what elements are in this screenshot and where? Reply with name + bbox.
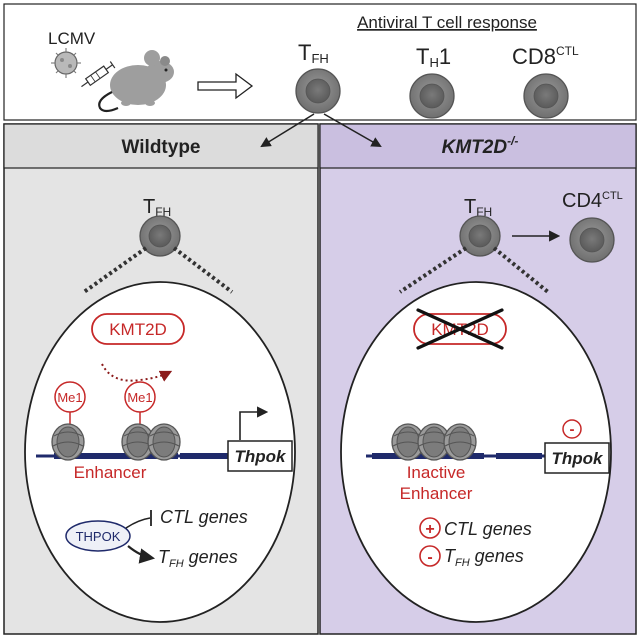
tfh-label: TFH bbox=[298, 40, 329, 66]
wt-kmt2d-pill bbox=[91, 313, 185, 345]
wt-enhancer-label: Enhancer bbox=[74, 463, 147, 482]
wt-thpok-protein bbox=[65, 520, 131, 552]
arrow-to-knockout bbox=[323, 113, 382, 148]
ko-tfh-label: TFH bbox=[464, 196, 492, 219]
wt-tfh-cell bbox=[139, 215, 181, 257]
ko-tfh-genes: TFH genes bbox=[444, 546, 524, 569]
ko-minus-badge-2 bbox=[419, 545, 441, 567]
ko-minus-badge bbox=[562, 419, 582, 439]
wt-me1-mark-2 bbox=[124, 381, 156, 430]
ko-minus-label-2: - bbox=[427, 549, 432, 566]
virus-icon bbox=[51, 48, 81, 78]
wt-zoom-line-left bbox=[82, 246, 148, 294]
wt-tss-arrow bbox=[239, 406, 269, 440]
ko-cd4-cell bbox=[569, 217, 615, 263]
wt-kmt2d-label: KMT2D bbox=[109, 320, 167, 339]
th1-label: TH1 bbox=[416, 44, 451, 70]
tfh-cell bbox=[295, 68, 341, 114]
ko-cross-icon bbox=[416, 308, 504, 350]
wt-enhancer-segment bbox=[54, 453, 178, 459]
wt-nucleosome-3 bbox=[147, 423, 181, 461]
wt-thpok-protein-label: THPOK bbox=[76, 529, 121, 544]
ko-ctl-genes: CTL genes bbox=[444, 519, 532, 539]
wt-nucleosome-1 bbox=[51, 423, 85, 461]
th1-cell bbox=[409, 73, 455, 119]
cd8-label: CD8CTL bbox=[512, 44, 579, 69]
wt-me1-label-1: Me1 bbox=[57, 390, 82, 405]
wt-me1-mark-1 bbox=[54, 381, 86, 430]
ko-dna-segment bbox=[496, 453, 542, 459]
wt-thpok-label: Thpok bbox=[235, 447, 288, 466]
wt-ctl-genes: CTL genes bbox=[160, 507, 248, 527]
ko-enhancer-line2: Enhancer bbox=[400, 484, 473, 503]
wildtype-title: Wildtype bbox=[122, 137, 201, 158]
ko-cd4-label: CD4CTL bbox=[562, 190, 623, 212]
ko-tfh-cell bbox=[459, 215, 501, 257]
ko-plus-badge bbox=[419, 517, 441, 539]
wt-thpok-box bbox=[227, 440, 293, 472]
ko-zoom-circle bbox=[340, 281, 612, 623]
arrow-to-wildtype bbox=[260, 113, 315, 148]
ko-minus-label: - bbox=[570, 421, 575, 438]
response-title: Antiviral T cell response bbox=[357, 13, 537, 32]
ko-plus-label: + bbox=[425, 521, 434, 538]
wt-repress-ctl bbox=[125, 517, 151, 529]
ko-thpok-label: Thpok bbox=[552, 449, 605, 468]
outline-arrow bbox=[197, 72, 254, 100]
virus-label: LCMV bbox=[48, 29, 96, 48]
cd8-cell bbox=[523, 73, 569, 119]
ko-enhancer-line1: Inactive bbox=[407, 463, 466, 482]
ko-thpok-box bbox=[544, 442, 610, 474]
wt-zoom-line-right bbox=[172, 246, 234, 294]
wt-tfh-genes: TFH genes bbox=[158, 547, 238, 570]
wt-activate-tfh bbox=[127, 545, 156, 564]
ko-nucleosome-3 bbox=[443, 423, 477, 461]
wt-dna-segment bbox=[180, 453, 228, 459]
knockout-title: KMT2D-/- bbox=[442, 134, 519, 158]
wt-me1-label-2: Me1 bbox=[127, 390, 152, 405]
syringe-icon bbox=[81, 61, 116, 88]
mouse-icon bbox=[98, 50, 174, 113]
ko-zoom-line-left bbox=[398, 246, 468, 294]
